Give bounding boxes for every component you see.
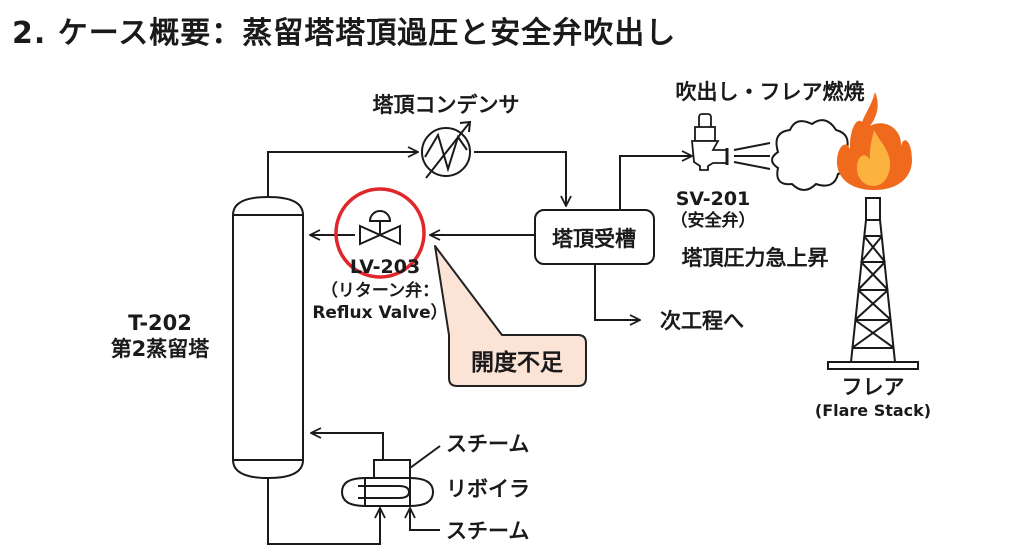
safety-valve-icon: [691, 113, 729, 171]
lv-name-label-1: （リターン弁：: [321, 280, 439, 301]
sv-name-label: （安全弁）: [671, 210, 756, 231]
reflux-receiver: [534, 209, 655, 265]
callout-box: [434, 245, 587, 387]
lv-id-label: LV-203: [350, 256, 420, 278]
condensate-line: [474, 151, 566, 206]
next-process-line: [594, 264, 640, 320]
page-title: 2. ケース概要：蒸留塔塔頂過圧と安全弁吹出し: [12, 16, 677, 51]
steam-inlet-line: [410, 508, 440, 531]
overhead-vapor-line: [267, 152, 418, 197]
steam-pointer: [409, 445, 441, 469]
relief-line: [619, 156, 692, 210]
tower-name-label: 第2蒸留塔: [111, 337, 211, 361]
flare-label: フレア: [842, 375, 905, 399]
flare-en-label: (Flare Stack): [815, 401, 931, 420]
pressure-rise-label: 塔頂圧力急上昇: [682, 246, 829, 270]
flame-icon: [836, 92, 912, 190]
lv-highlight-circle: [334, 187, 426, 279]
release-label: 吹出し・フレア燃焼: [676, 80, 865, 104]
reboiler-label: リボイラ: [446, 477, 530, 501]
reboiler-icon: [340, 459, 435, 507]
callout-text: 開度不足: [471, 349, 563, 376]
condenser-label: 塔頂コンデンサ: [373, 93, 520, 117]
flare-stack-icon: [827, 197, 919, 370]
next-process-label: 次工程へ: [660, 309, 744, 333]
steam-outlet-label: スチーム: [446, 519, 529, 543]
process-lines: [267, 151, 692, 545]
lv-name-label-2: Reflux Valve）: [312, 302, 447, 323]
distillation-tower: [232, 195, 304, 480]
receiver-label: 塔頂受槽: [552, 227, 636, 251]
steam-inlet-label: スチーム: [446, 432, 529, 456]
discharge-lines: [733, 142, 771, 170]
reboiler-return-line: [311, 433, 384, 460]
condenser-icon: [421, 120, 472, 179]
tower-id-label: T-202: [128, 311, 192, 335]
tower-bottom-line: [267, 478, 380, 545]
sv-id-label: SV-201: [676, 188, 751, 210]
level-valve-icon: [359, 210, 401, 246]
